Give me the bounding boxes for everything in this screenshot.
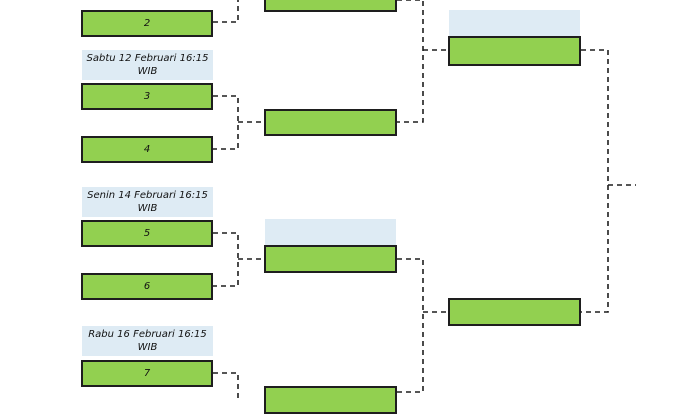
match-date-2: Senin 14 Februari 16:15 WIB: [82, 187, 213, 217]
match-date-3: Rabu 16 Februari 16:15 WIB: [82, 326, 213, 356]
connector-r1-7: [213, 372, 239, 400]
slot-r1-team-3: 3: [81, 83, 213, 110]
match-date-3-line1: Rabu 16 Februari 16:15: [88, 329, 207, 340]
match-header-r2-3: [265, 219, 396, 245]
slot-r3-1: [448, 36, 581, 66]
slot-label: 4: [143, 144, 151, 155]
connector-r3: [581, 49, 609, 313]
slot-r2-4: [264, 386, 397, 414]
connector-r2-upper: [397, 0, 424, 123]
bracket-connectors: [213, 0, 636, 400]
slot-r2-3: [264, 245, 397, 273]
slot-r1-team-4: 4: [81, 136, 213, 163]
match-date-2-line1: Senin 14 Februari 16:15: [87, 190, 208, 201]
slot-label: 5: [143, 228, 151, 239]
slot-r1-team-6: 6: [81, 273, 213, 300]
slot-r2-2: [264, 109, 397, 136]
slot-label: 3: [143, 91, 151, 102]
match-date-2-line2: WIB: [137, 203, 158, 214]
match-date-3-line2: WIB: [137, 342, 158, 353]
slot-label: 7: [143, 368, 151, 379]
slot-r2-1: [264, 0, 397, 12]
match-date-1-line2: WIB: [137, 66, 158, 77]
connector-r1-2: [213, 0, 239, 23]
connector-r2-lower: [397, 258, 424, 393]
slot-label: 6: [143, 281, 151, 292]
slot-r1-team-7: 7: [81, 360, 213, 387]
slot-r1-team-2: 2: [81, 10, 213, 37]
tournament-bracket: 2 Sabtu 12 Februari 16:15 WIB 3 4 Senin …: [81, 0, 636, 414]
slot-r1-team-5: 5: [81, 220, 213, 247]
match-header-r3-1: [449, 10, 580, 36]
connector-r1-3-4: [213, 95, 239, 150]
slot-label: 2: [143, 18, 151, 29]
slot-r3-2: [448, 298, 581, 326]
match-date-1-line1: Sabtu 12 Februari 16:15: [86, 53, 209, 64]
connector-r1-5-6: [213, 232, 239, 287]
match-date-1: Sabtu 12 Februari 16:15 WIB: [82, 50, 213, 80]
